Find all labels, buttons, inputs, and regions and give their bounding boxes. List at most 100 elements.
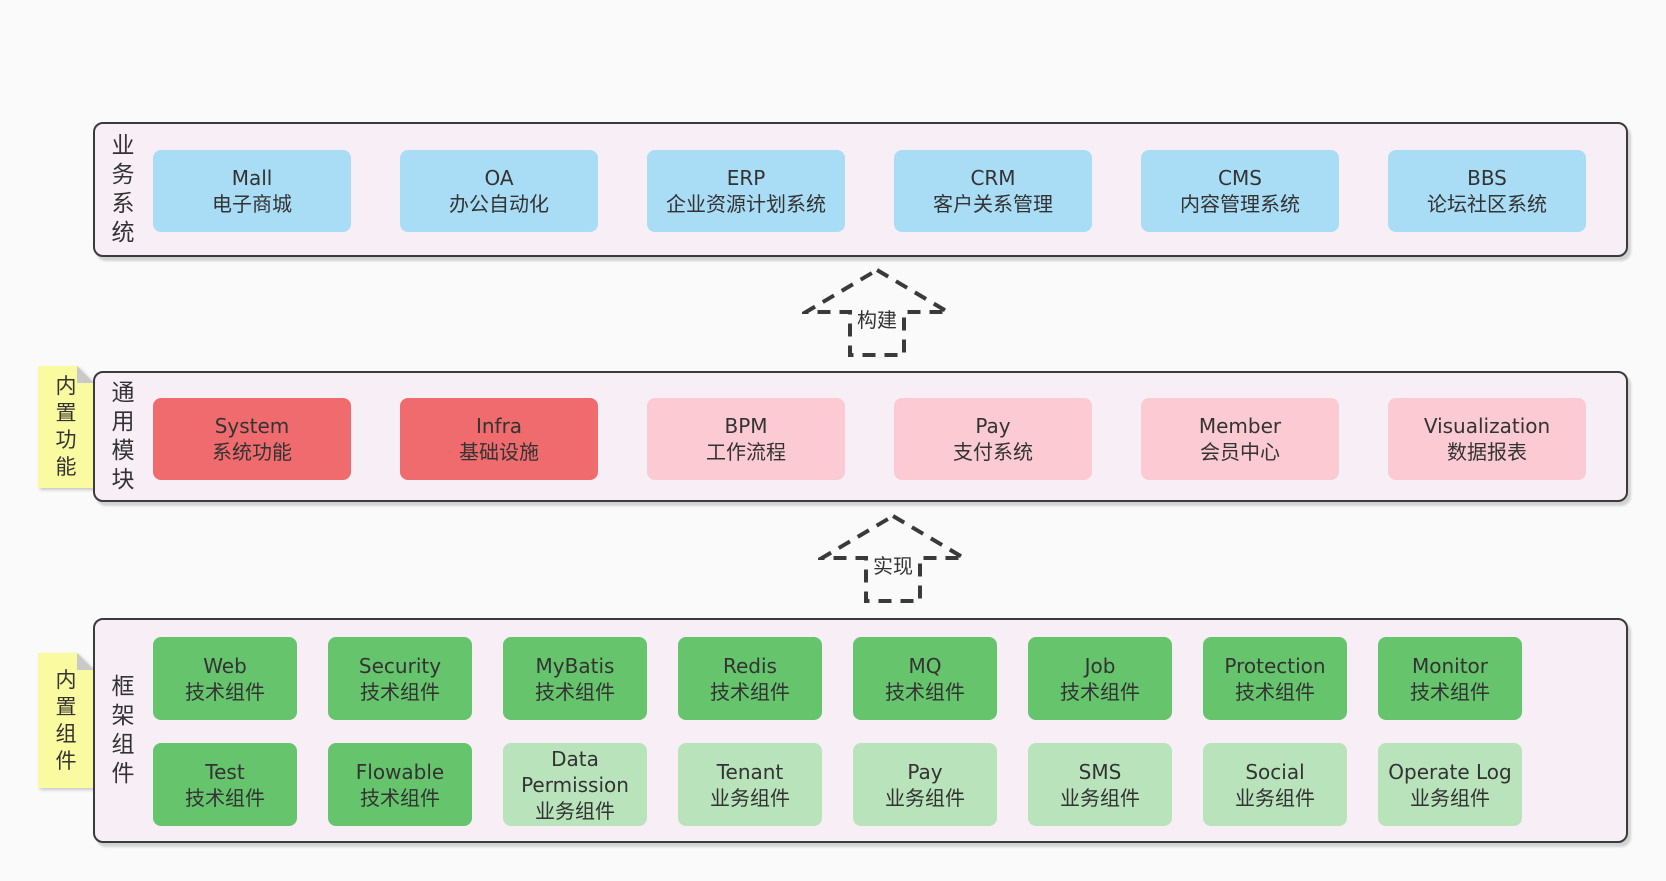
node-en-label: MyBatis bbox=[535, 653, 615, 678]
node-zh-label: 电子商城 bbox=[212, 192, 292, 216]
node-zh-label: 客户关系管理 bbox=[933, 192, 1053, 216]
node-zh-label: 业务组件 bbox=[535, 798, 615, 823]
node-zh-label: 技术组件 bbox=[185, 785, 265, 810]
node-zh-label: 业务组件 bbox=[1410, 785, 1490, 810]
node-en-label: Monitor bbox=[1411, 653, 1489, 678]
node-zh-label: 技术组件 bbox=[885, 679, 965, 704]
node-zh-label: 基础设施 bbox=[459, 440, 539, 464]
node-en-label: ERP bbox=[726, 166, 766, 190]
sticky-label: 内置组件 bbox=[55, 667, 77, 773]
layer-title: 业务系统 bbox=[109, 124, 137, 255]
node-zh-label: 技术组件 bbox=[360, 679, 440, 704]
sticky-text-wrap: 内置组件 bbox=[38, 653, 94, 788]
layer-title-text: 框架组件 bbox=[111, 673, 135, 787]
node-en-label: CRM bbox=[970, 166, 1016, 190]
node-en-label: MQ bbox=[908, 653, 942, 678]
layer-title: 通用模块 bbox=[109, 373, 137, 500]
sticky-text-wrap: 内置功能 bbox=[38, 366, 94, 488]
node-zh-label: 业务组件 bbox=[710, 785, 790, 810]
node-zh-label: 业务组件 bbox=[885, 785, 965, 810]
node-zh-label: 技术组件 bbox=[360, 785, 440, 810]
sticky-paper bbox=[38, 366, 94, 488]
node-en-label: Data Permission bbox=[521, 746, 629, 797]
layer-title-text: 通用模块 bbox=[111, 379, 135, 493]
node-zh-label: 技术组件 bbox=[535, 679, 615, 704]
sticky-note-built-in-features: 内置功能 bbox=[38, 366, 94, 488]
node-zh-label: 业务组件 bbox=[1060, 785, 1140, 810]
sticky-note-built-in-components: 内置组件 bbox=[38, 653, 94, 788]
node-zh-label: 办公自动化 bbox=[449, 192, 549, 216]
node-zh-label: 系统功能 bbox=[212, 440, 292, 464]
node-zh-label: 支付系统 bbox=[953, 440, 1033, 464]
node-en-label: Test bbox=[205, 759, 245, 784]
node-zh-label: 技术组件 bbox=[1060, 679, 1140, 704]
up-block-arrow-icon bbox=[818, 513, 968, 603]
node-en-label: BPM bbox=[724, 414, 768, 438]
node-zh-label: 企业资源计划系统 bbox=[666, 192, 826, 216]
implement-arrow: 实现 bbox=[818, 512, 968, 604]
node-en-label: SMS bbox=[1078, 759, 1122, 784]
node-en-label: Flowable bbox=[355, 759, 445, 784]
node-zh-label: 会员中心 bbox=[1200, 440, 1280, 464]
node-zh-label: 技术组件 bbox=[1410, 679, 1490, 704]
node-en-label: Infra bbox=[475, 414, 523, 438]
node-en-label: Job bbox=[1084, 653, 1116, 678]
implement-arrow-label: 实现 bbox=[870, 554, 916, 578]
node-zh-label: 内容管理系统 bbox=[1180, 192, 1300, 216]
node-zh-label: 技术组件 bbox=[1235, 679, 1315, 704]
node-zh-label: 技术组件 bbox=[185, 679, 265, 704]
node-en-label: Mall bbox=[231, 166, 273, 190]
node-en-label: Web bbox=[203, 653, 247, 678]
node-en-label: CMS bbox=[1218, 166, 1262, 190]
sticky-paper bbox=[38, 653, 94, 788]
node-en-label: Member bbox=[1198, 414, 1282, 438]
build-arrow-label: 构建 bbox=[854, 308, 900, 332]
node-zh-label: 数据报表 bbox=[1447, 440, 1527, 464]
layer-title-text: 业务系统 bbox=[111, 132, 135, 246]
node-en-label: OA bbox=[484, 166, 514, 190]
node-zh-label: 论坛社区系统 bbox=[1427, 192, 1547, 216]
node-en-label: Tenant bbox=[716, 759, 784, 784]
build-arrow: 构建 bbox=[802, 266, 952, 358]
node-zh-label: 技术组件 bbox=[710, 679, 790, 704]
up-block-arrow-icon bbox=[802, 267, 952, 357]
node-en-label: System bbox=[214, 414, 290, 438]
node-en-label: Redis bbox=[723, 653, 777, 678]
node-en-label: BBS bbox=[1467, 166, 1507, 190]
layer-title: 框架组件 bbox=[109, 620, 137, 841]
